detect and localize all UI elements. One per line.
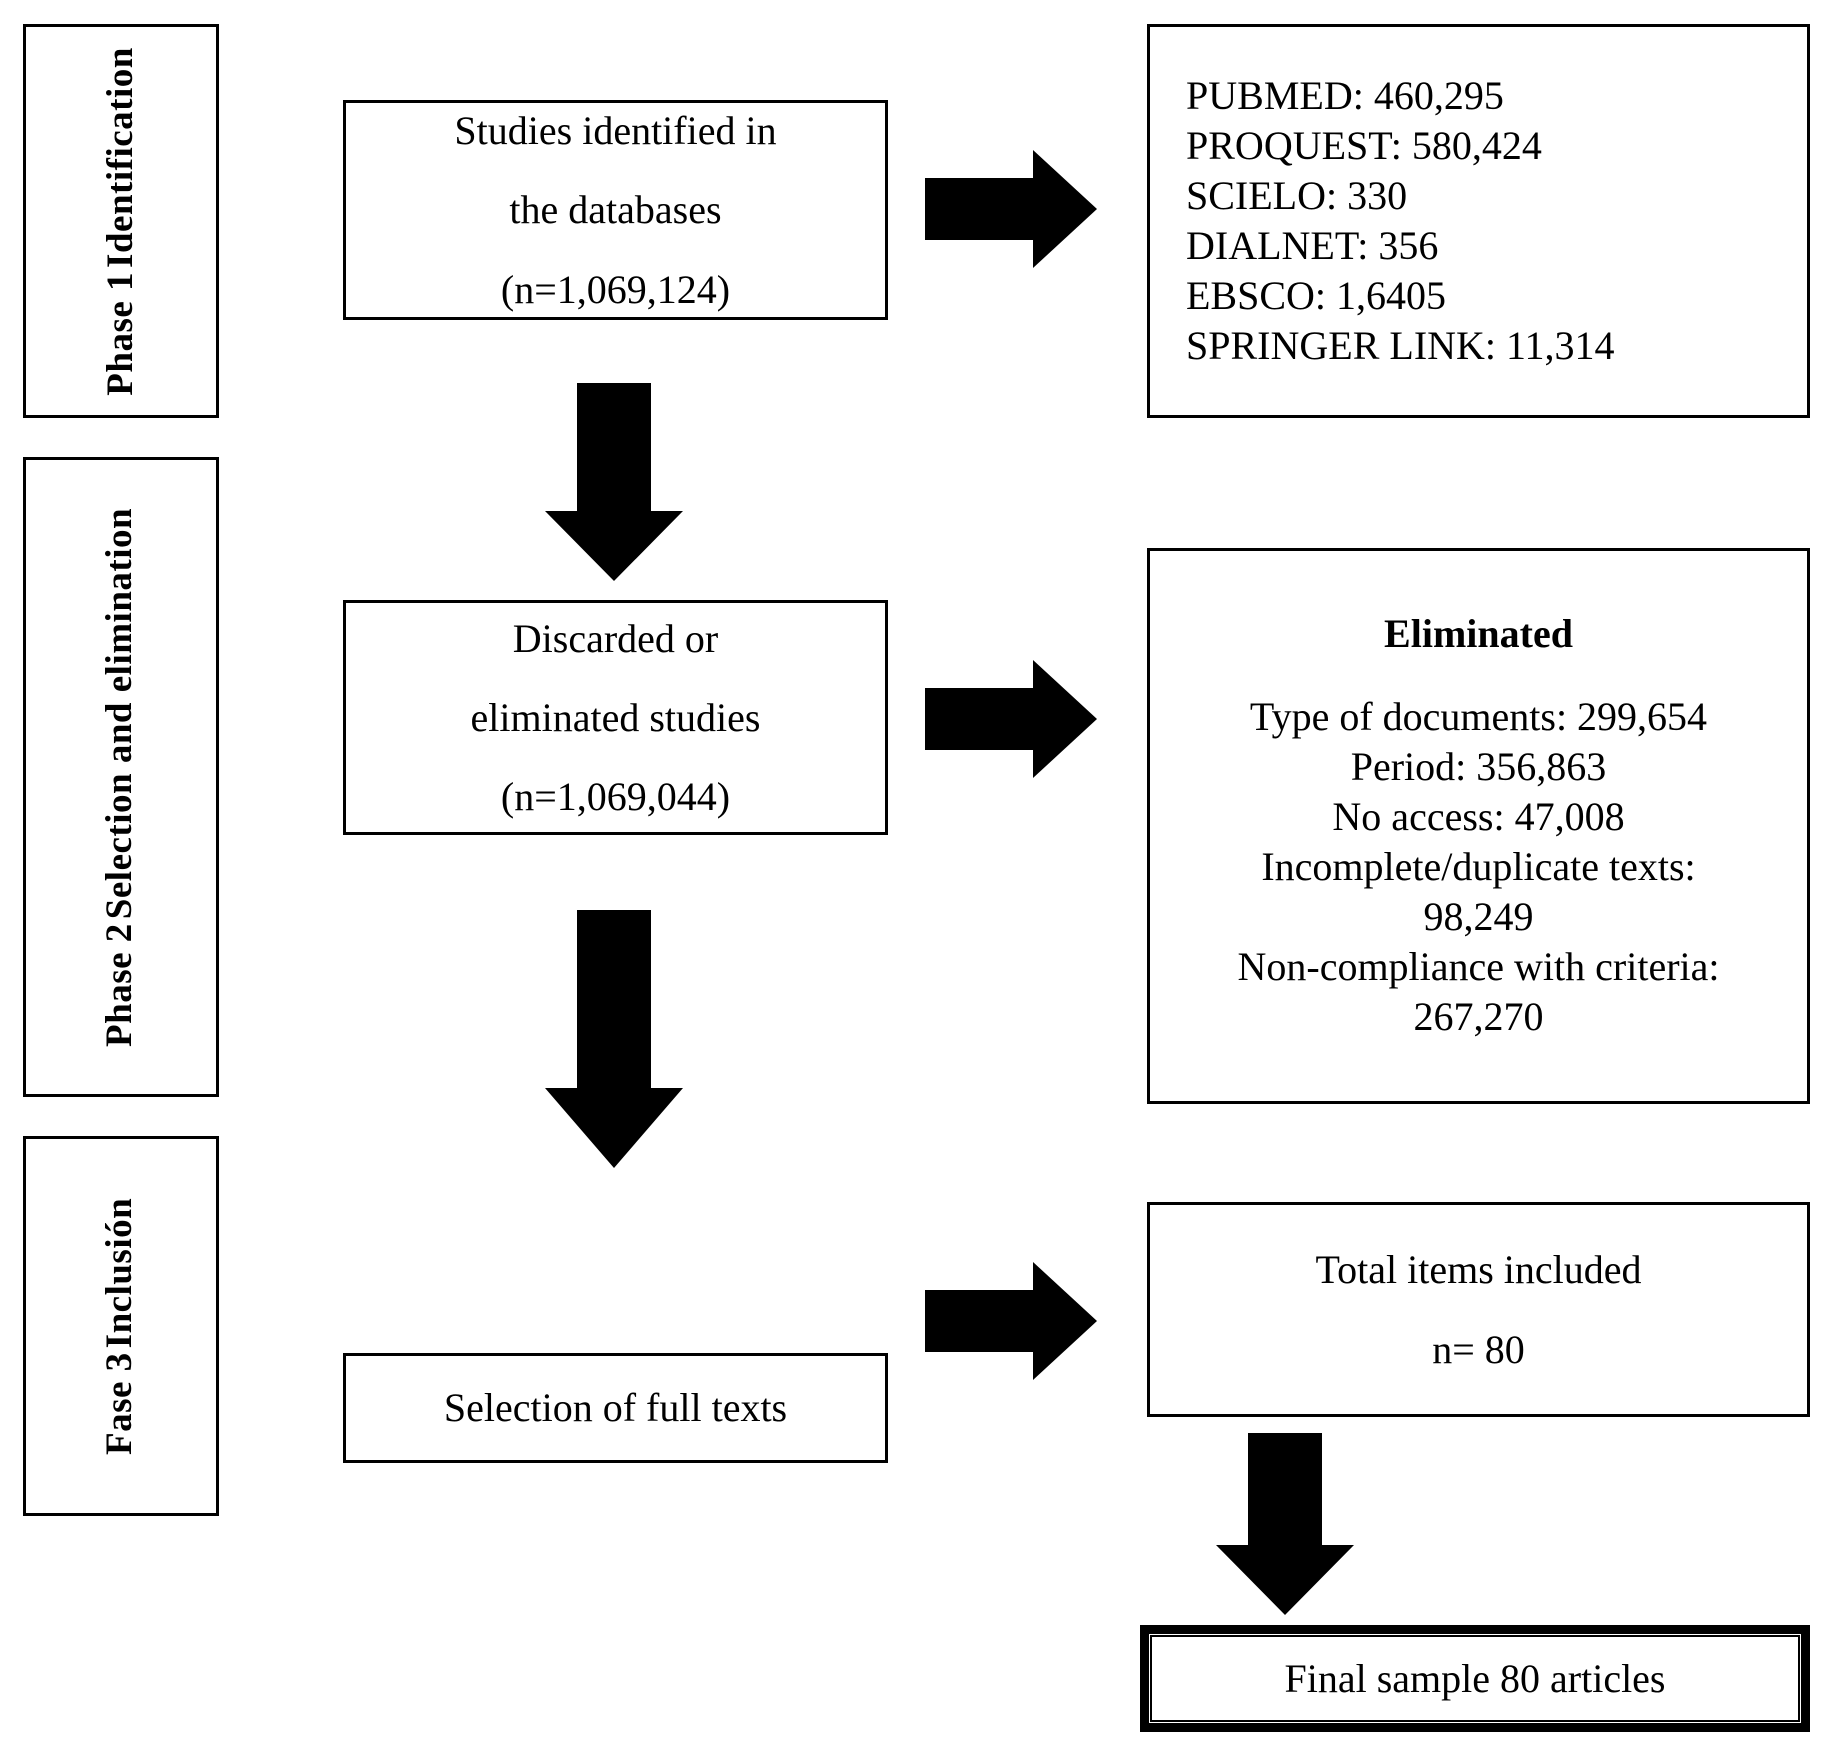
- eliminated-reason-item: 267,270: [1413, 993, 1544, 1039]
- box-selection-full-texts: Selection of full texts: [343, 1353, 888, 1463]
- phase-label-3-text: Fase 3 Inclusión: [99, 1197, 141, 1455]
- database-count-item: SCIELO: 330: [1186, 173, 1408, 218]
- eliminated-reason-item: Period: 356,863: [1350, 743, 1607, 789]
- eliminated-reason-item: 98,249: [1423, 893, 1534, 939]
- phase-2-stage: Selection and elimination: [99, 507, 141, 919]
- final-sample-label: Final sample 80 articles: [1284, 1655, 1666, 1701]
- discarded-line-1: Discarded or: [512, 615, 719, 661]
- eliminated-reason-item: No access: 47,008: [1332, 793, 1625, 839]
- arrow-discarded-to-eliminated: [925, 660, 1097, 778]
- box-studies-identified: Studies identified in the databases (n=1…: [343, 100, 888, 320]
- arrow-identified-to-databases: [925, 150, 1097, 268]
- phase-label-box-1: Phase 1 Identification: [23, 24, 219, 418]
- box-discarded-studies: Discarded or eliminated studies (n=1,069…: [343, 600, 888, 835]
- phase-label-2-text: Phase 2 Selection and elimination: [99, 507, 141, 1047]
- phase-1-stage: Identification: [99, 46, 141, 268]
- eliminated-reason-item: Type of documents: 299,654: [1249, 693, 1708, 739]
- included-label: Total items included: [1315, 1247, 1642, 1293]
- box-database-counts: PUBMED: 460,295 PROQUEST: 580,424 SCIELO…: [1147, 24, 1810, 418]
- studies-identified-count: (n=1,069,124): [500, 266, 731, 312]
- box-total-items-included: Total items included n= 80: [1147, 1202, 1810, 1417]
- phase-3-stage: Inclusión: [99, 1197, 141, 1348]
- full-texts-label: Selection of full texts: [443, 1385, 788, 1431]
- database-count-item: SPRINGER LINK: 11,314: [1186, 323, 1615, 368]
- eliminated-reason-item: Incomplete/duplicate texts:: [1261, 843, 1696, 889]
- arrow-identified-to-discarded: [545, 383, 683, 581]
- arrow-discarded-to-full-texts: [545, 910, 683, 1168]
- phase-label-box-3: Fase 3 Inclusión: [23, 1136, 219, 1516]
- arrow-full-texts-to-included: [925, 1262, 1097, 1380]
- database-count-item: EBSCO: 1,6405: [1186, 273, 1447, 318]
- studies-identified-line-1: Studies identified in: [454, 108, 777, 154]
- arrow-included-to-final-sample: [1216, 1433, 1354, 1615]
- eliminated-reason-item: Non-compliance with criteria:: [1237, 943, 1720, 989]
- discarded-line-2: eliminated studies: [470, 694, 761, 740]
- discarded-count: (n=1,069,044): [500, 774, 731, 820]
- eliminated-title: Eliminated: [1384, 611, 1573, 657]
- phase-3-number: Fase 3: [99, 1351, 141, 1455]
- box-eliminated-reasons: Eliminated Type of documents: 299,654 Pe…: [1147, 548, 1810, 1104]
- phase-label-box-2: Phase 2 Selection and elimination: [23, 457, 219, 1097]
- phase-1-number: Phase 1: [99, 271, 141, 396]
- database-count-item: DIALNET: 356: [1186, 223, 1439, 268]
- phase-label-1-text: Phase 1 Identification: [99, 46, 141, 396]
- database-count-item: PUBMED: 460,295: [1186, 73, 1504, 118]
- included-count: n= 80: [1432, 1326, 1525, 1372]
- database-count-item: PROQUEST: 580,424: [1186, 123, 1542, 168]
- phase-2-number: Phase 2: [99, 922, 141, 1047]
- studies-identified-line-2: the databases: [509, 187, 722, 233]
- box-final-sample: Final sample 80 articles: [1140, 1625, 1810, 1732]
